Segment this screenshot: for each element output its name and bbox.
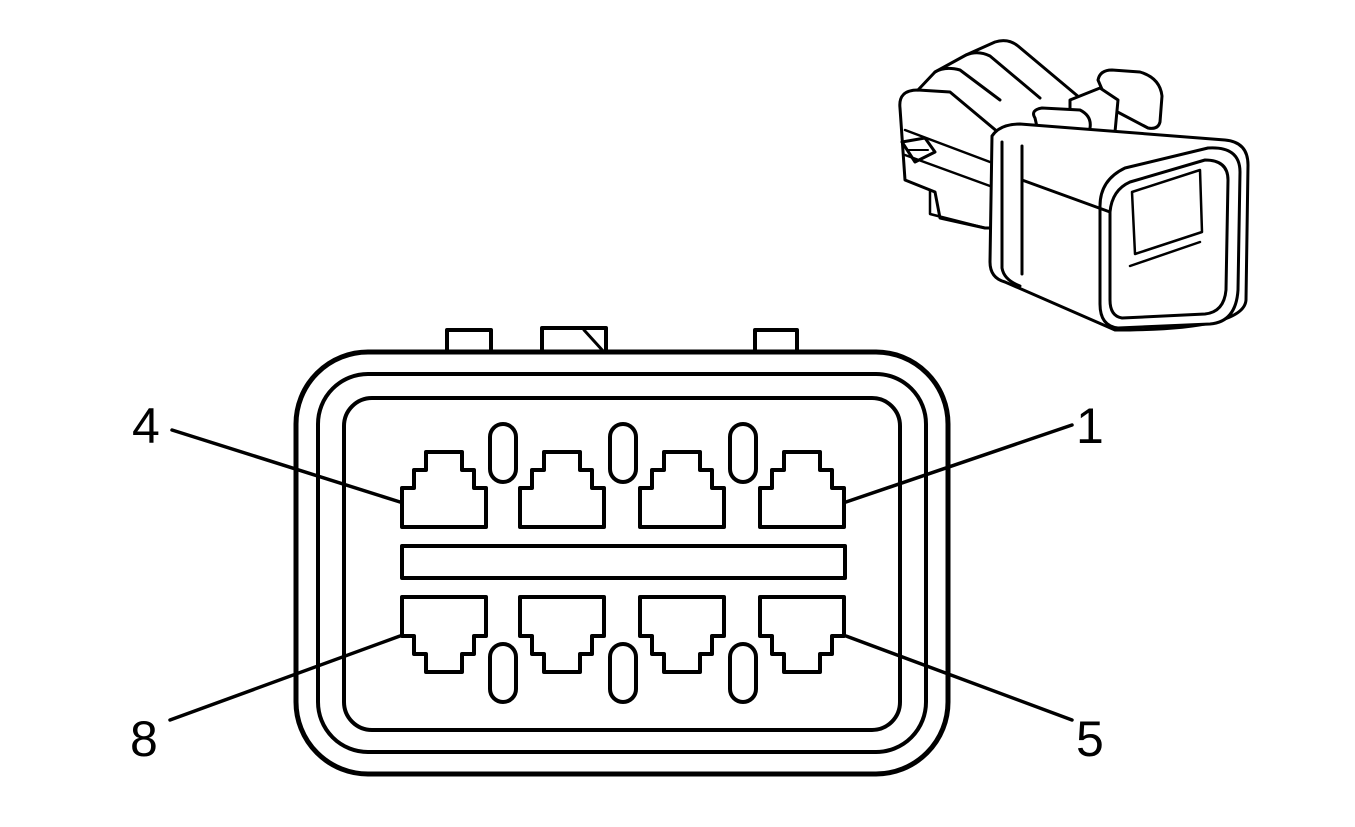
key-slot bbox=[488, 422, 518, 484]
leader-line-pin-1 bbox=[844, 423, 1074, 504]
key-slot bbox=[728, 422, 758, 484]
pin-label-1: 1 bbox=[1076, 398, 1104, 454]
terminal-cavity-pin-5 bbox=[758, 595, 846, 674]
center-divider-bar bbox=[400, 544, 847, 580]
terminal-cavity-pin-7 bbox=[518, 595, 606, 674]
terminal-cavity-pin-3 bbox=[518, 450, 606, 529]
key-slot bbox=[728, 642, 758, 704]
terminal-cavity-pin-2 bbox=[638, 450, 726, 529]
terminal-cavity-pin-6 bbox=[638, 595, 726, 674]
connector-housing-inner bbox=[342, 396, 902, 732]
leader-lines bbox=[168, 423, 1074, 722]
pin-labels: 4 1 8 5 bbox=[130, 398, 1104, 767]
pin-label-5: 5 bbox=[1076, 711, 1104, 767]
key-slot bbox=[608, 642, 638, 704]
terminal-cavity-pin-8 bbox=[400, 595, 488, 674]
key-slot bbox=[488, 642, 518, 704]
pin-label-8: 8 bbox=[130, 711, 158, 767]
terminal-cavity-top-row bbox=[400, 450, 846, 529]
connector-housing-rim bbox=[316, 372, 928, 754]
terminal-cavity-pin-1 bbox=[758, 450, 846, 529]
leader-line-pin-4 bbox=[170, 428, 402, 504]
terminal-cavity-pin-4 bbox=[400, 450, 488, 529]
pin-label-4: 4 bbox=[132, 398, 160, 454]
connector-face-view bbox=[293, 326, 951, 777]
leader-line-pin-8 bbox=[168, 634, 402, 722]
key-slot bbox=[608, 422, 638, 484]
terminal-cavity-bottom-row bbox=[400, 595, 846, 674]
leader-line-pin-5 bbox=[844, 634, 1074, 722]
connector-isometric-view bbox=[898, 39, 1250, 332]
